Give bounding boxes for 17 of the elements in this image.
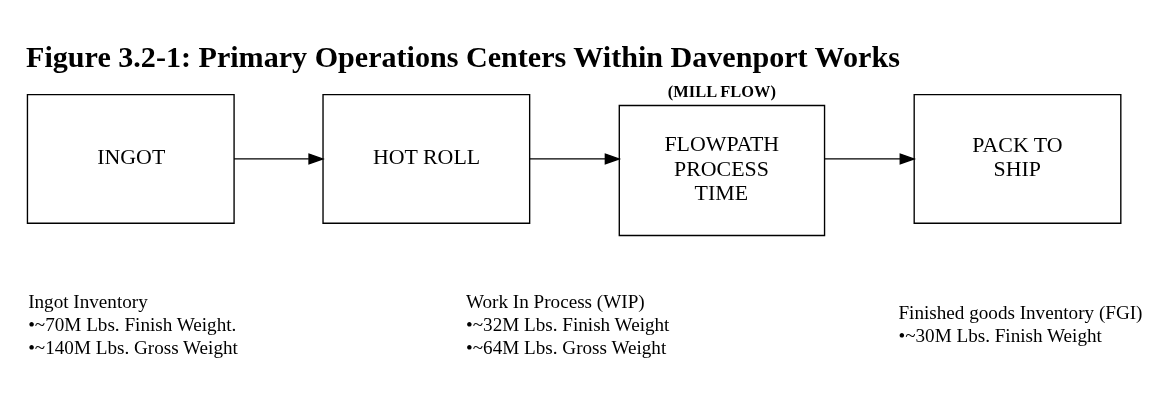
label: •~64M Lbs. Gross Weight — [466, 337, 667, 359]
diagram-title: Figure 3.2-1: Primary Operations Centers Within Davenport Works — [26, 39, 900, 74]
arrow — [824, 153, 916, 165]
node-box: INGOT — [26, 93, 235, 224]
label: Ingot Inventory — [28, 290, 148, 312]
label: •~32M Lbs. Finish Weight — [466, 313, 670, 335]
arrow — [529, 153, 622, 165]
node-box: PACK TO SHIP — [913, 93, 1122, 224]
arrow — [233, 153, 325, 165]
node-box: FLOWPATH PROCESS TIME — [618, 104, 826, 237]
label: •~70M Lbs. Finish Weight. — [28, 313, 237, 335]
label: Finished goods Inventory (FGI) — [898, 301, 1143, 323]
label: •~140M Lbs. Gross Weight — [28, 337, 238, 359]
label: Work In Process (WIP) — [466, 290, 645, 312]
node-label: (MILL FLOW) — [667, 81, 776, 101]
label: •~30M Lbs. Finish Weight — [898, 324, 1102, 346]
node-box: HOT ROLL — [322, 93, 531, 224]
